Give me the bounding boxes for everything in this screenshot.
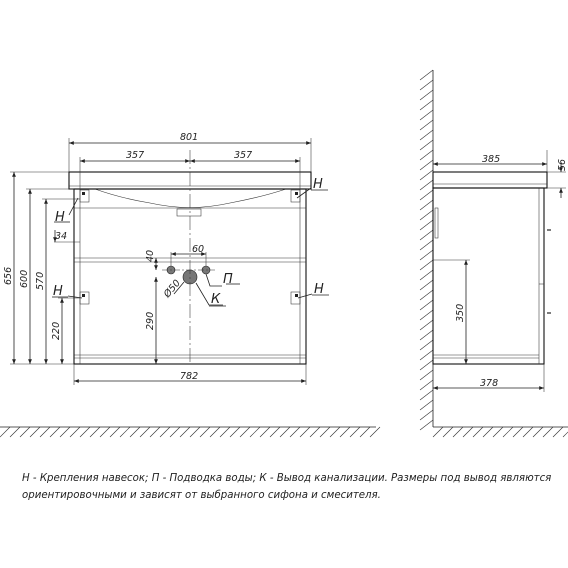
- dim-220: 220: [51, 322, 62, 340]
- label-h-bottom-left: Н: [53, 284, 63, 299]
- dim-290: 290: [145, 312, 156, 330]
- front-view: 801 357 357 782 656 600 570 34 220 40: [3, 132, 329, 385]
- note-line-1: Н - Крепления навесок; П - Подводка воды…: [22, 473, 552, 484]
- dim-half-left: 357: [126, 150, 144, 161]
- dim-overall-width: 801: [180, 132, 198, 143]
- dim-350: 350: [455, 304, 466, 322]
- dim-570: 570: [35, 272, 46, 290]
- bracket-bottom-right: [290, 291, 301, 305]
- bracket-top-right: [290, 189, 301, 203]
- label-p: П: [223, 272, 233, 287]
- notes: Н - Крепления навесок; П - Подводка воды…: [22, 470, 552, 504]
- dim-top-thickness: 56: [557, 159, 568, 171]
- side-countertop: [432, 171, 548, 189]
- dim-60: 60: [192, 244, 204, 255]
- floor-hatch-front: [0, 426, 381, 438]
- dim-depth-body: 378: [480, 378, 498, 389]
- dim-600: 600: [19, 270, 30, 288]
- dim-656: 656: [3, 267, 14, 285]
- dim-40: 40: [145, 250, 156, 262]
- dim-depth-top: 385: [482, 154, 500, 165]
- note-line-2: ориентировочными и зависят от выбранного…: [22, 490, 381, 501]
- dim-50: Ø50: [161, 278, 183, 301]
- label-h-top-left: Н: [55, 210, 65, 225]
- label-h-bottom-right: Н: [314, 282, 324, 297]
- dim-34: 34: [55, 231, 67, 242]
- floor-hatch-side: [432, 426, 568, 438]
- label-h-top-right: Н: [313, 177, 323, 192]
- dim-half-right: 357: [234, 150, 252, 161]
- side-view: 385 56 350 378: [419, 69, 568, 431]
- label-k: К: [211, 292, 221, 307]
- bracket-top-left: [79, 189, 90, 203]
- dim-body-width: 782: [180, 371, 198, 382]
- side-body: [432, 187, 545, 365]
